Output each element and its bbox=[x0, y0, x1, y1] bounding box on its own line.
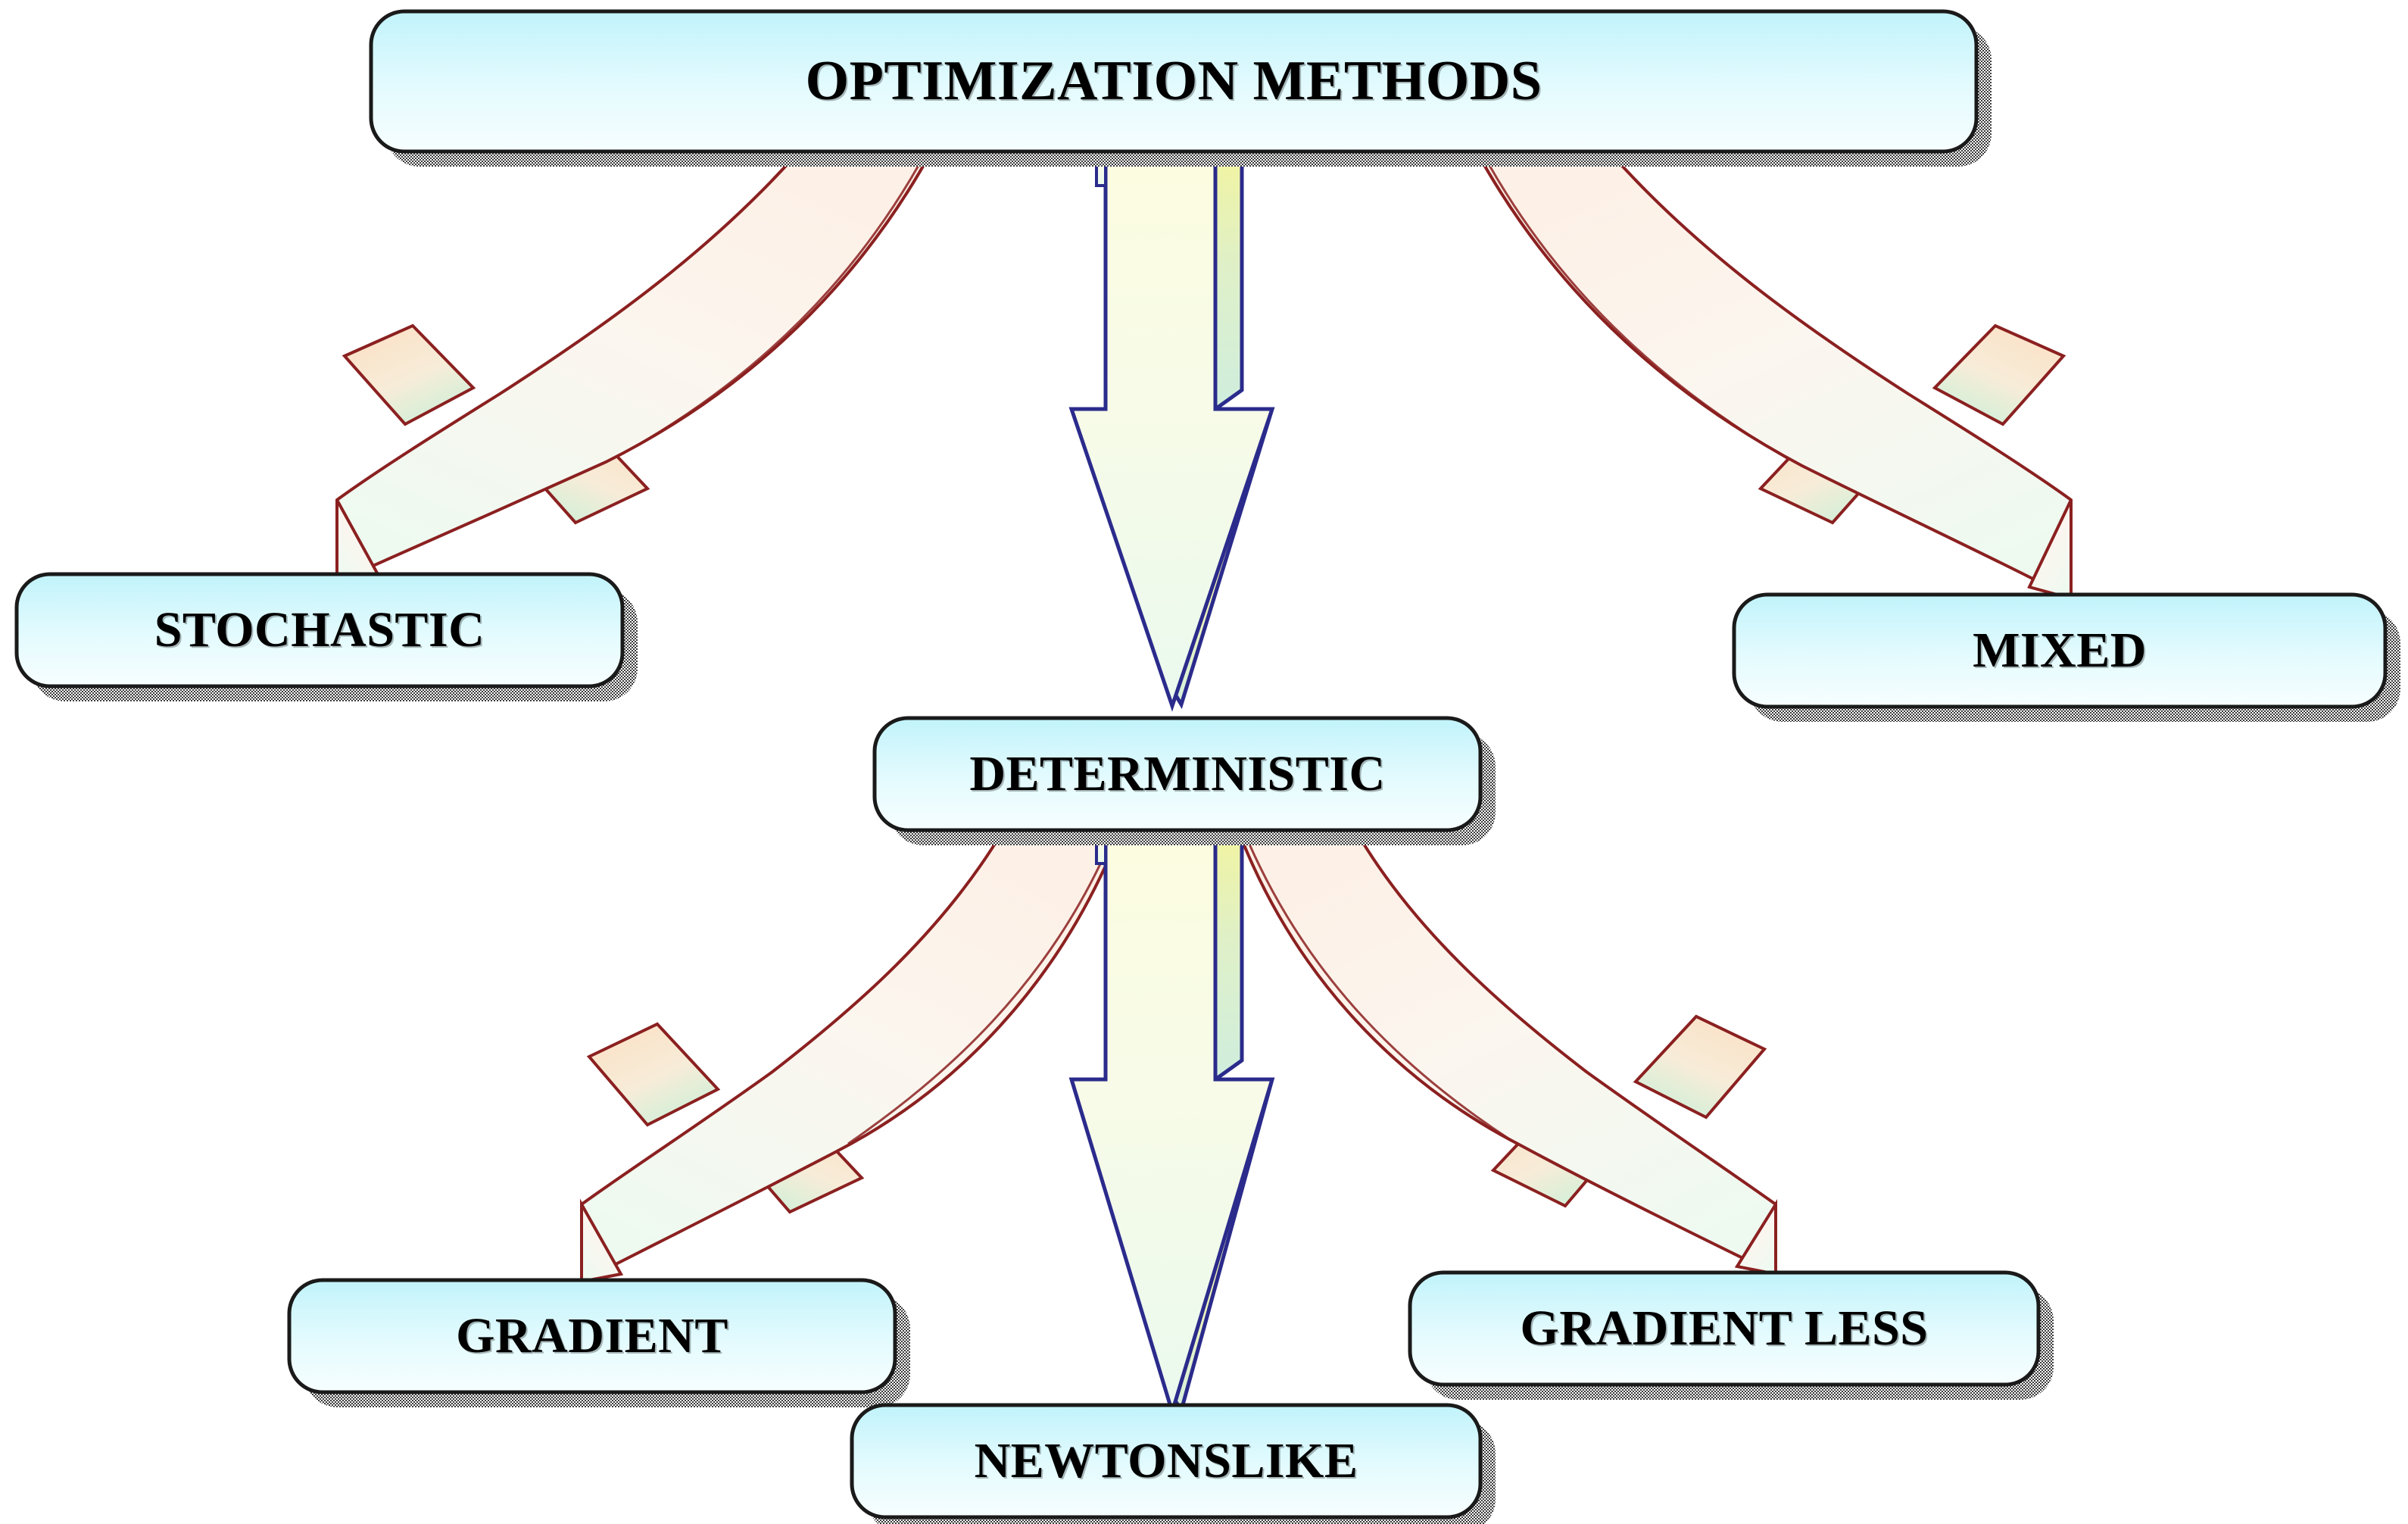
node-deterministic[interactable] bbox=[875, 718, 1480, 830]
node-gradient[interactable] bbox=[289, 1280, 895, 1392]
node-newtonslike[interactable] bbox=[852, 1405, 1480, 1517]
node-box-mixed bbox=[1732, 592, 2400, 722]
node-box-face bbox=[1732, 592, 2388, 709]
node-box-face bbox=[1408, 1270, 2041, 1387]
node-box-face bbox=[369, 9, 1979, 154]
node-mixed[interactable] bbox=[1734, 595, 2385, 707]
edge-det-gradient bbox=[580, 829, 1123, 1285]
node-gradientless[interactable] bbox=[1410, 1273, 2038, 1385]
node-box-gradient bbox=[287, 1278, 910, 1407]
node-box-deterministic bbox=[872, 716, 1496, 845]
edge-opt-deterministic bbox=[1068, 149, 1275, 712]
node-box-face bbox=[872, 716, 1483, 832]
node-box-newtonslike bbox=[850, 1403, 1496, 1524]
edge-opt-mixed bbox=[1474, 150, 2073, 601]
node-stochastic[interactable] bbox=[17, 574, 622, 686]
node-box-face bbox=[14, 572, 625, 689]
node-box-face bbox=[287, 1278, 897, 1394]
node-box-face bbox=[850, 1403, 1483, 1519]
node-box-stochastic bbox=[14, 572, 638, 701]
node-optimization-methods[interactable] bbox=[371, 11, 1976, 151]
node-box-gradientless bbox=[1408, 1270, 2054, 1400]
node-box-optimization-methods bbox=[369, 9, 1992, 167]
edge-det-gradientless bbox=[1236, 829, 1777, 1277]
